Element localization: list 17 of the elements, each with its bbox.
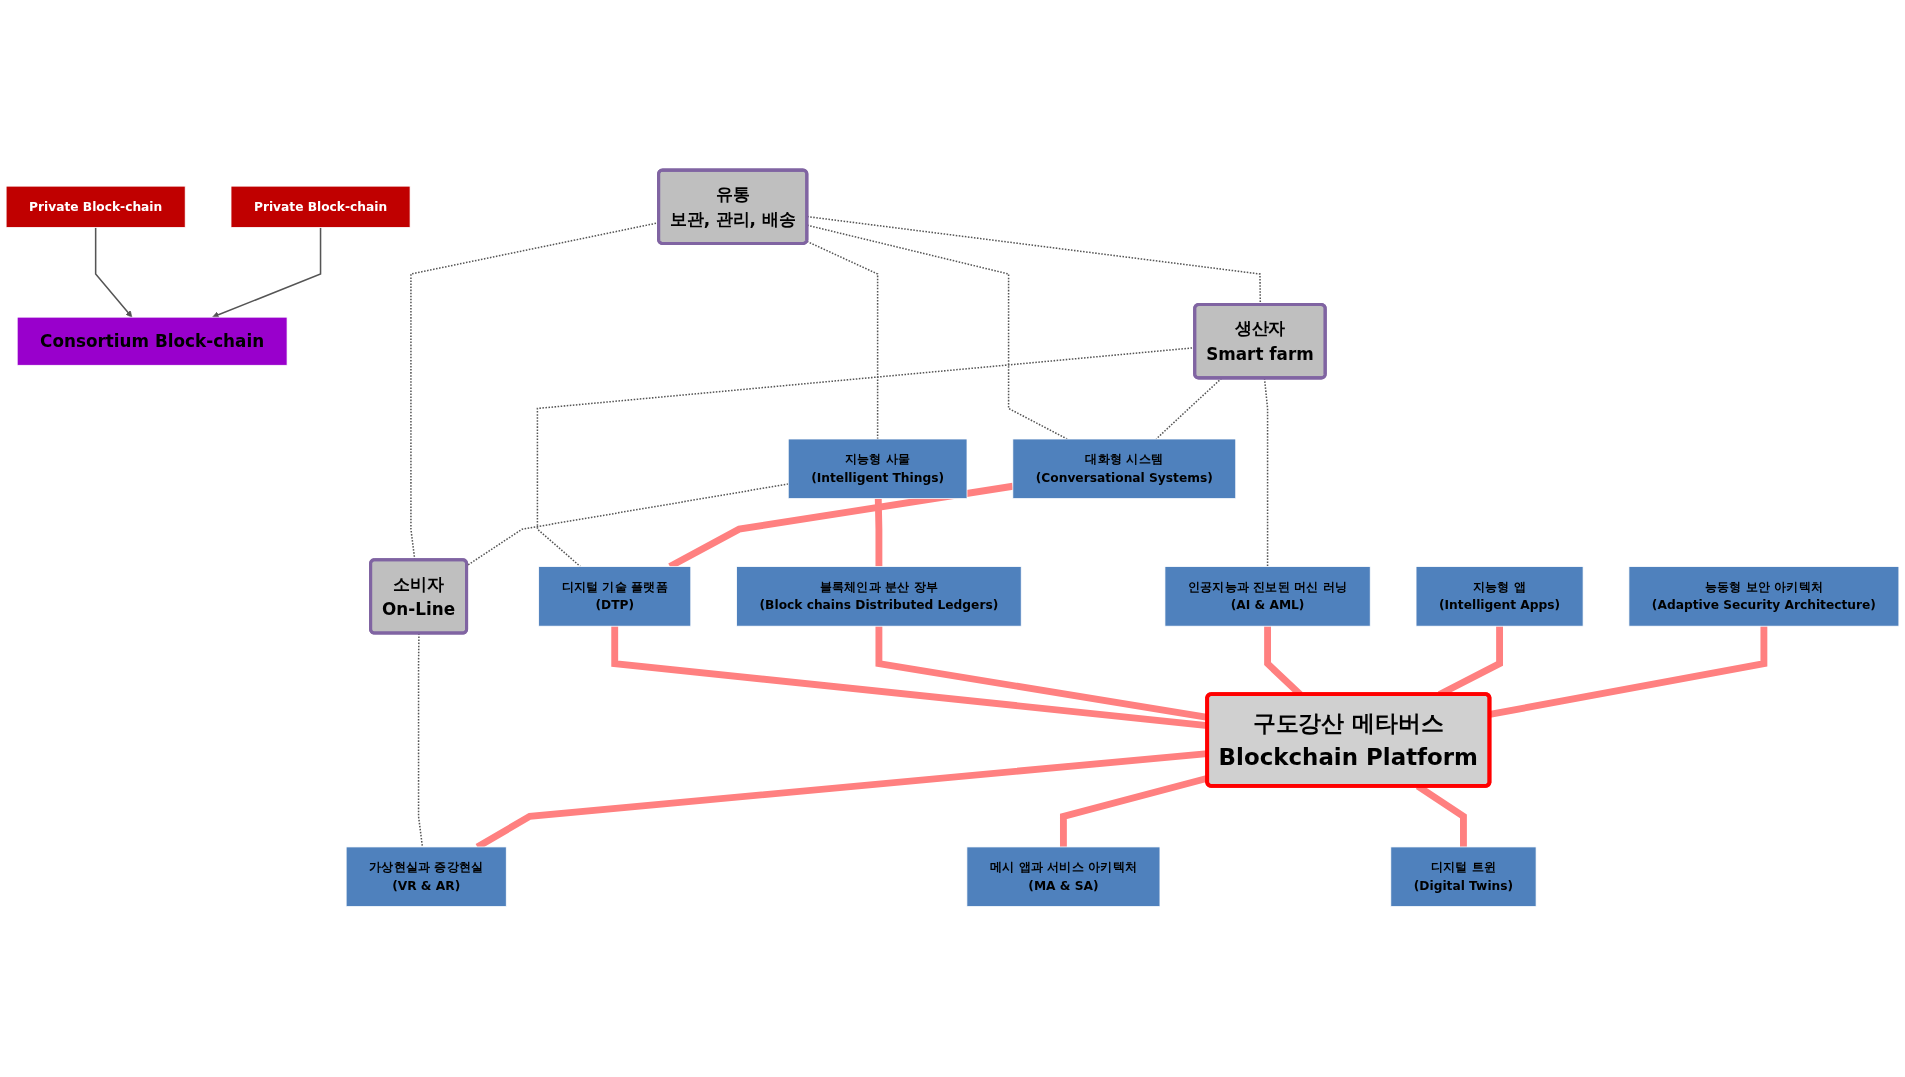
connector	[874, 498, 883, 567]
node-box: 디지털 트윈 (Digital Twins)	[1390, 846, 1537, 908]
node-box: 가상현실과 증강현실 (VR & AR)	[345, 846, 507, 908]
node-box: 블록체인과 분산 장부 (Block chains Distributed Ledgers)	[736, 566, 1022, 627]
node-box: Consortium Block-chain	[16, 316, 288, 366]
arrow	[94, 226, 133, 318]
node-box: 대화형 시스템 (Conversational Systems)	[1012, 438, 1237, 500]
node-box: 디지털 기술 플랫폼 (DTP)	[538, 566, 692, 627]
node-box: 능동형 보안 아키텍처 (Adaptive Security Architecture)	[1628, 566, 1900, 627]
node-box: 메시 앱과 서비스 아키텍처 (MA & SA)	[966, 846, 1161, 908]
node-box: 지능형 사물 (Intelligent Things)	[787, 438, 968, 500]
connector	[806, 224, 1068, 440]
node-box: Private Block-chain	[5, 185, 186, 228]
node-box: Private Block-chain	[230, 185, 411, 228]
node-box: 인공지능과 진보된 머신 러닝 (AI & AML)	[1164, 566, 1371, 627]
node-box: 지능형 앱 (Intelligent Apps)	[1415, 566, 1584, 627]
arrow	[212, 226, 322, 319]
